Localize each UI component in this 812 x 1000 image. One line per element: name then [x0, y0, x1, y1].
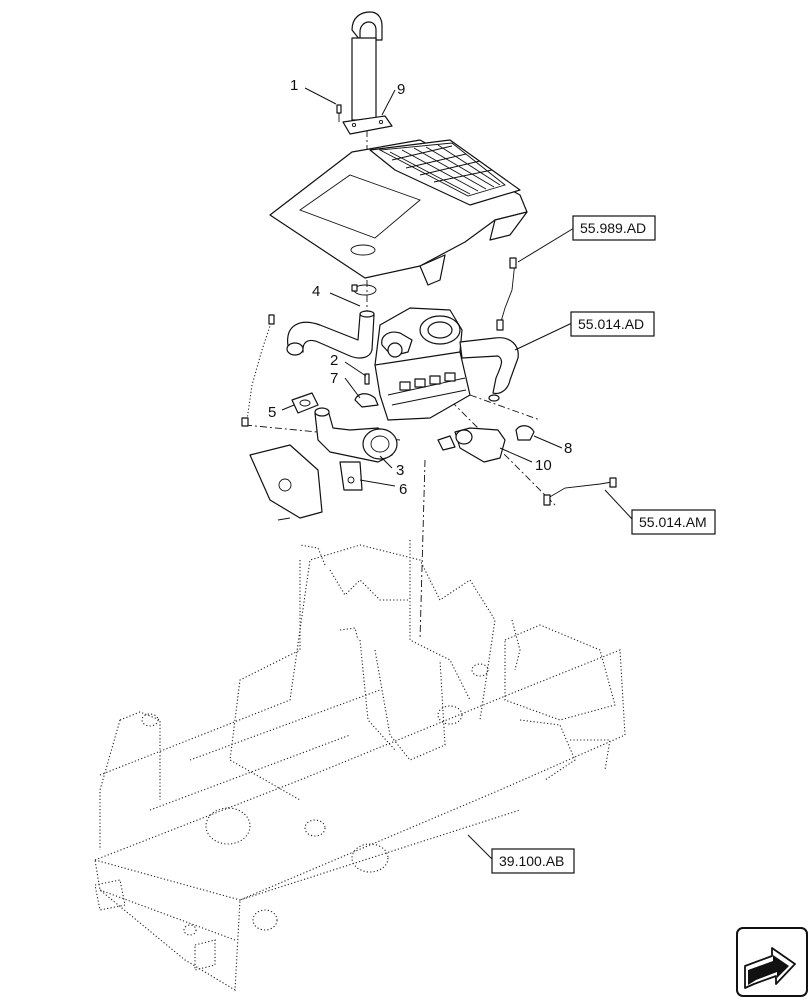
- bracket-part-5: [291, 392, 319, 414]
- chassis-frame: [94, 540, 626, 991]
- callout-5: 5: [268, 404, 276, 421]
- callout-9: 9: [397, 81, 405, 98]
- heat-shield-left: [249, 444, 323, 521]
- wire-harness-left: [246, 319, 273, 421]
- leader-9: [381, 89, 396, 116]
- ref-box-55-014-am[interactable]: 55.014.AM: [631, 509, 716, 535]
- ref-box-55-989-ad[interactable]: 55.989.AD: [572, 215, 656, 241]
- clamp-part-7: [354, 393, 379, 408]
- sensor-wire-upper: [496, 257, 517, 331]
- exhaust-pipe-part-4: [286, 310, 375, 359]
- centerline-lower: [419, 459, 426, 641]
- bracket-part-6: [339, 461, 363, 491]
- ref-box-39-100-ab[interactable]: 39.100.AB: [491, 848, 575, 874]
- leader-7: [344, 377, 361, 399]
- ref-label-55-989-ad: 55.989.AD: [580, 220, 646, 236]
- leader-3: [379, 455, 393, 469]
- bolt-part-1: [336, 104, 342, 122]
- exhaust-stack: [342, 11, 393, 135]
- callout-2: 2: [330, 352, 338, 369]
- centerline-right-to-8: [469, 394, 541, 421]
- intake-hose: [459, 337, 519, 402]
- ref-label-55-014-ad: 55.014.AD: [578, 316, 644, 332]
- scr-part-10: [437, 427, 506, 463]
- leader-39-100-ab: [467, 834, 494, 861]
- harness-connector-bottom: [241, 417, 249, 427]
- next-page-arrow-icon[interactable]: [736, 927, 808, 997]
- engine-hood: [269, 139, 528, 286]
- harness-connector-top: [268, 314, 275, 325]
- leader-10: [499, 447, 533, 463]
- ref-box-55-014-ad[interactable]: 55.014.AD: [570, 311, 655, 337]
- callout-4: 4: [312, 283, 320, 300]
- callout-3: 3: [396, 462, 404, 479]
- leader-1: [304, 87, 337, 105]
- callout-8: 8: [564, 440, 572, 457]
- leader-2: [344, 361, 367, 377]
- engine-assembly: [374, 307, 471, 421]
- callout-1: 1: [290, 77, 298, 94]
- leader-6: [359, 479, 396, 487]
- leader-5: [281, 404, 295, 411]
- leader-55-014-ad: [514, 322, 573, 351]
- callout-7: 7: [330, 370, 338, 387]
- catalyst-part-3: [314, 407, 398, 463]
- ref-label-39-100-ab: 39.100.AB: [499, 853, 564, 869]
- clamp-ring: [351, 284, 377, 296]
- leader-55-989-ad: [517, 227, 575, 263]
- callout-6: 6: [399, 481, 407, 498]
- ref-label-55-014-am: 55.014.AM: [639, 514, 707, 530]
- clamp-part-8: [515, 425, 535, 441]
- leader-4: [329, 292, 361, 307]
- leader-55-014-am: [604, 489, 634, 521]
- callout-10: 10: [535, 457, 552, 474]
- bolt-part-2: [364, 373, 370, 385]
- hood-grille-mesh: [378, 142, 506, 197]
- sensor-wire-lower: [543, 477, 617, 506]
- leader-8: [533, 435, 563, 449]
